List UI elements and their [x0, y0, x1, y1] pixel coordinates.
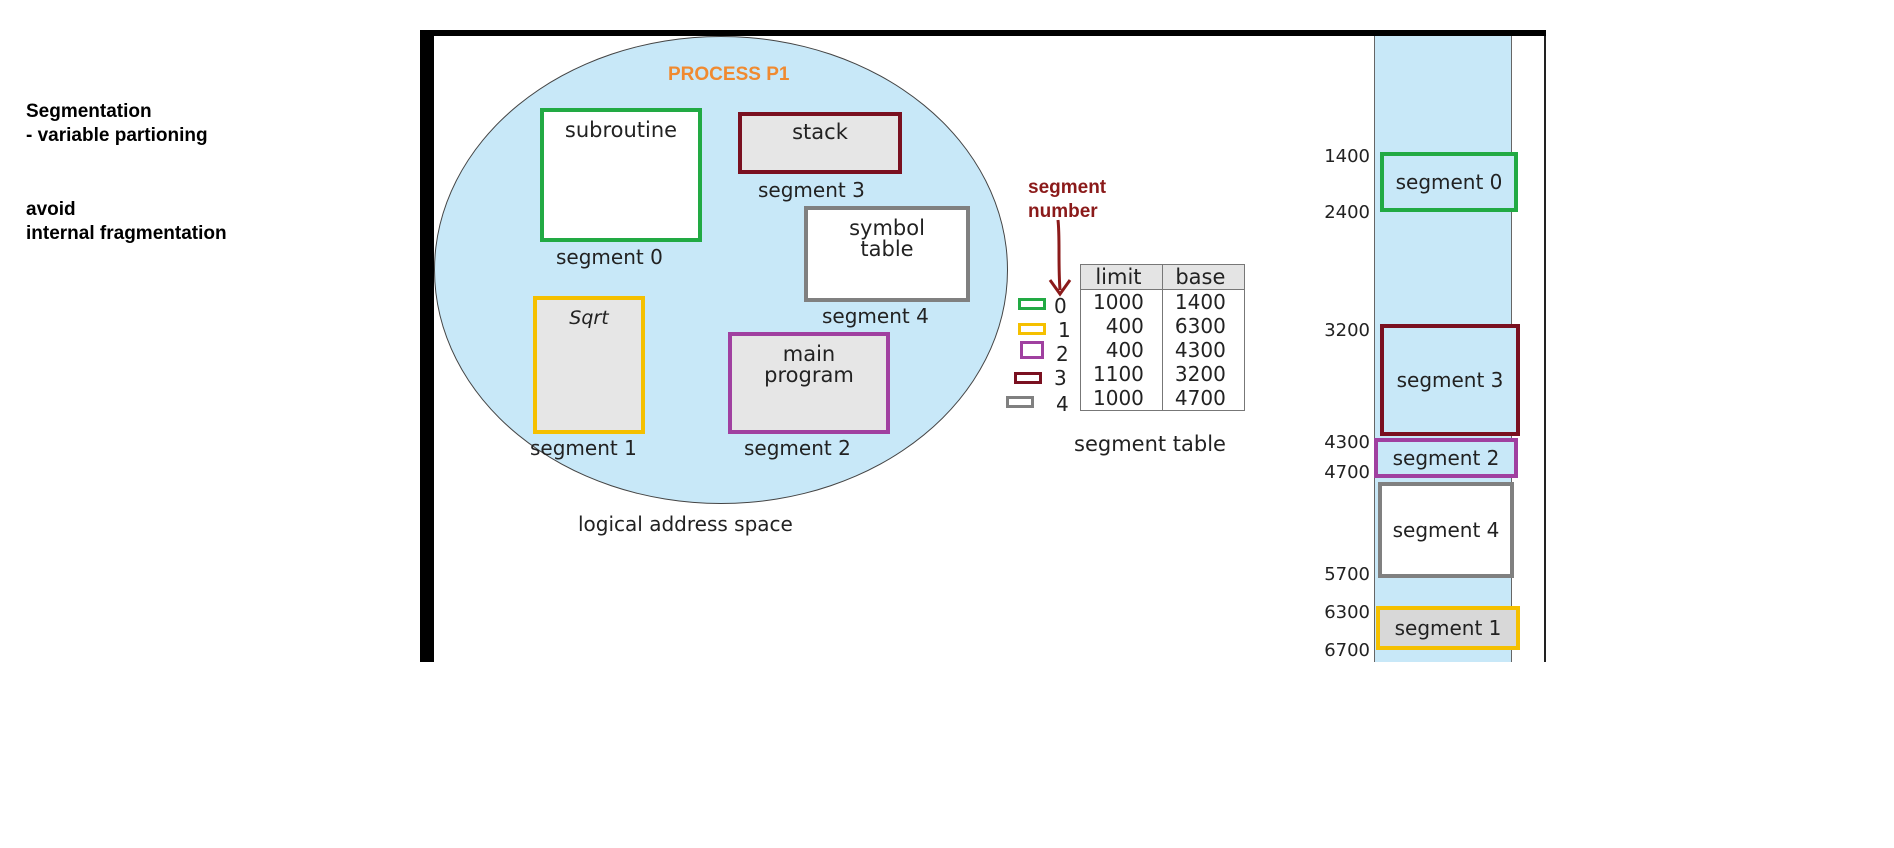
- base-cell: 4700: [1161, 386, 1245, 411]
- note-avoid: avoid: [26, 199, 76, 220]
- memory-segment-2: segment 2: [1374, 438, 1518, 478]
- address-label: 4300: [1324, 432, 1370, 453]
- sqrt-box: Sqrt: [533, 296, 645, 434]
- header-limit: limit: [1080, 264, 1163, 290]
- legend-key-seg0: [1018, 298, 1046, 310]
- table-index-3: 3: [1054, 366, 1067, 390]
- base-cell: 4300: [1161, 338, 1245, 362]
- memory-segment-1: segment 1: [1376, 606, 1520, 650]
- segment-number-label-1: segment: [1028, 177, 1107, 198]
- process-title: PROCESS P1: [668, 64, 790, 85]
- limit-cell: 1000: [1080, 289, 1163, 314]
- address-label: 6300: [1324, 602, 1370, 623]
- address-label: 1400: [1324, 146, 1370, 167]
- memory-segment-3: segment 3: [1380, 324, 1520, 436]
- address-label: 5700: [1324, 564, 1370, 585]
- limit-cell: 1000: [1080, 386, 1163, 411]
- base-cell: 3200: [1161, 362, 1245, 386]
- legend-key-seg2: [1020, 341, 1044, 359]
- address-label: 2400: [1324, 202, 1370, 223]
- base-cell: 6300: [1161, 314, 1245, 338]
- segment-table-header: limit base: [1080, 264, 1245, 290]
- limit-cell: 400: [1080, 314, 1163, 338]
- segment-number-arrow: [1048, 219, 1072, 297]
- stack-box: stack: [738, 112, 902, 174]
- note-internal-fragmentation: internal fragmentation: [26, 223, 227, 244]
- base-cell: 1400: [1161, 289, 1245, 314]
- table-row: 400 4300: [1080, 338, 1245, 362]
- note-segmentation: Segmentation: [26, 101, 152, 122]
- table-index-0: 0: [1054, 294, 1067, 318]
- sqrt-label: Sqrt: [569, 307, 609, 329]
- slide-right-border: [1544, 36, 1546, 662]
- sqrt-caption: segment 1: [530, 436, 637, 460]
- stack-label: stack: [792, 120, 848, 144]
- symbol-table-label-1: symbol: [849, 216, 925, 240]
- table-row: 1000 1400: [1080, 289, 1245, 314]
- memory-segment-label: segment 1: [1394, 616, 1502, 640]
- symbol-table-box: symbol table: [804, 206, 970, 302]
- header-base: base: [1161, 264, 1245, 290]
- main-program-label-1: main: [782, 342, 836, 366]
- note-variable-partioning: - variable partioning: [26, 125, 208, 146]
- memory-segment-label: segment 2: [1392, 446, 1500, 470]
- subroutine-label: subroutine: [564, 118, 678, 142]
- address-label: 6700: [1324, 640, 1370, 661]
- main-program-caption: segment 2: [744, 436, 851, 460]
- legend-key-seg4: [1006, 396, 1034, 408]
- table-row: 1000 4700: [1080, 386, 1245, 411]
- slide-left-border: [420, 30, 434, 662]
- table-index-1: 1: [1058, 318, 1071, 342]
- limit-cell: 1100: [1080, 362, 1163, 386]
- table-row: 400 6300: [1080, 314, 1245, 338]
- address-label: 3200: [1324, 320, 1370, 341]
- slide-top-border: [420, 30, 1546, 36]
- symbol-table-label-2: table: [860, 237, 914, 261]
- segment-table-caption: segment table: [1074, 432, 1226, 456]
- memory-segment-label: segment 0: [1395, 170, 1503, 194]
- symbol-table-caption: segment 4: [822, 304, 929, 328]
- segment-number-label-2: number: [1028, 201, 1098, 222]
- memory-segment-label: segment 3: [1396, 368, 1504, 392]
- memory-segment-0: segment 0: [1380, 152, 1518, 212]
- segment-table: limit base 1000 1400 400 6300 400 4300 1…: [1080, 264, 1245, 411]
- memory-segment-4: segment 4: [1378, 482, 1514, 578]
- stack-caption: segment 3: [758, 178, 865, 202]
- main-program-label-2: program: [764, 363, 854, 387]
- table-index-2: 2: [1056, 342, 1069, 366]
- legend-key-seg1: [1018, 323, 1046, 335]
- main-program-box: main program: [728, 332, 890, 434]
- subroutine-box: subroutine: [540, 108, 702, 242]
- address-label: 4700: [1324, 462, 1370, 483]
- limit-cell: 400: [1080, 338, 1163, 362]
- logical-address-space-caption: logical address space: [578, 512, 793, 536]
- legend-key-seg3: [1014, 372, 1042, 384]
- memory-segment-label: segment 4: [1392, 518, 1500, 542]
- table-row: 1100 3200: [1080, 362, 1245, 386]
- subroutine-caption: segment 0: [556, 245, 663, 269]
- table-index-4: 4: [1056, 392, 1069, 416]
